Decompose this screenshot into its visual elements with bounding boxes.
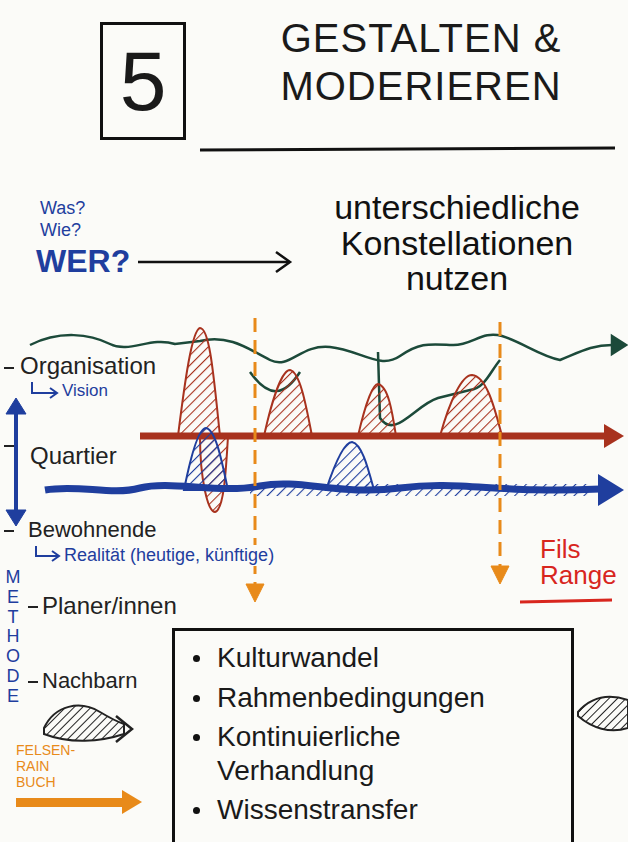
text-label: Wie? bbox=[40, 220, 81, 241]
bullet-dot bbox=[193, 695, 200, 702]
text-label: Vision bbox=[62, 381, 108, 401]
red-underline bbox=[520, 600, 612, 602]
bullet-text: Wissenstransfer bbox=[217, 794, 418, 825]
bullet-item: Kontinuierliche Verhandlung bbox=[187, 720, 557, 787]
red-band bbox=[140, 328, 624, 512]
text-label: Organisation bbox=[18, 352, 158, 380]
text-label: Planer/innen bbox=[42, 592, 177, 620]
bullet-dot bbox=[193, 655, 200, 662]
text-label: unterschiedliche Konstellationen nutzen bbox=[292, 190, 622, 297]
text-label: Was? bbox=[40, 198, 85, 219]
orange-arrow bbox=[16, 790, 142, 814]
bullet-item: Wissenstransfer bbox=[187, 793, 557, 827]
bullet-item: Rahmenbedingungen bbox=[187, 681, 557, 715]
text-label: Nachbarn bbox=[42, 668, 137, 693]
text-label: Realität (heutige, künftige) bbox=[62, 545, 276, 566]
bullet-text: Rahmenbedingungen bbox=[217, 682, 485, 713]
chart-title: GESTALTEN & MODERIEREN bbox=[225, 14, 617, 110]
text-label: Fils Range bbox=[540, 536, 620, 588]
title-underline bbox=[200, 148, 615, 150]
bullet-dot bbox=[193, 807, 200, 814]
bullet-text: Kulturwandel bbox=[217, 642, 379, 673]
text-label: Quartier bbox=[30, 442, 117, 470]
time-markers bbox=[246, 318, 509, 602]
section-number: 5 bbox=[120, 39, 167, 123]
neighbours-blob bbox=[44, 706, 132, 742]
bullet-item: Kulturwandel bbox=[187, 641, 557, 675]
bullet-box: KulturwandelRahmenbedingungenKontinuierl… bbox=[172, 628, 574, 842]
number-box: 5 bbox=[100, 22, 186, 140]
blue-band bbox=[45, 428, 624, 506]
right-blob bbox=[578, 697, 628, 730]
idea-arrow bbox=[138, 252, 290, 272]
bullet-dot bbox=[193, 734, 200, 741]
text-label: Bewohnende bbox=[28, 517, 156, 542]
vertical-double-arrow bbox=[6, 398, 26, 526]
text-label: FELSEN-RAIN BUCH bbox=[16, 742, 80, 790]
green-curve bbox=[30, 335, 626, 426]
vertical-label: METHODE bbox=[4, 568, 22, 707]
bullet-text: Kontinuierliche Verhandlung bbox=[217, 721, 401, 786]
text-label: WER? bbox=[36, 243, 130, 280]
